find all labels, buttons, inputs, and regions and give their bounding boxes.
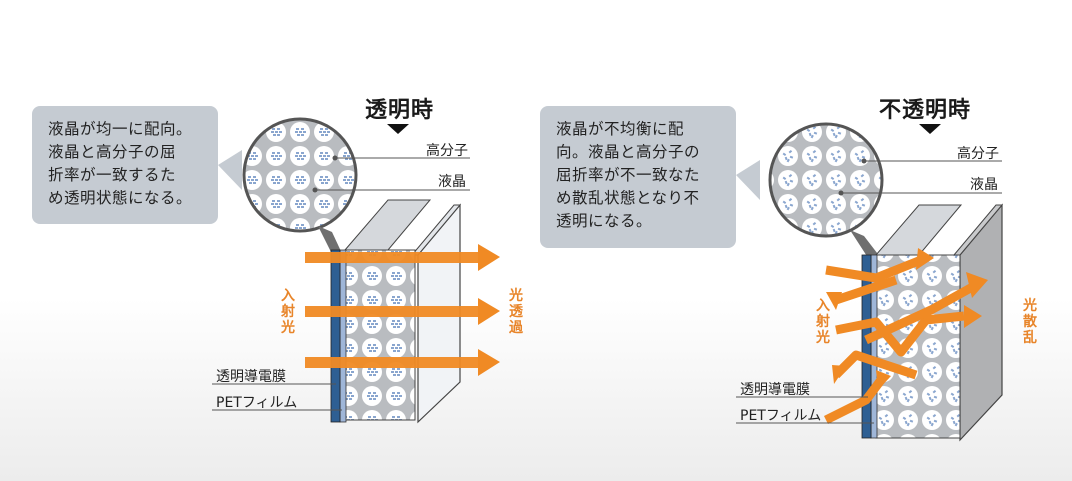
lc-layer (344, 249, 416, 421)
conductive-label: 透明導電膜 (740, 382, 810, 398)
pet-film (339, 249, 347, 423)
conductive-film (330, 249, 341, 423)
opaque-diagram (736, 122, 1004, 442)
callout-line: 液晶が不均衡に配 (556, 120, 685, 138)
callout-line: 屈折率が不一致なた (556, 166, 701, 184)
callout-line: 折率が一致するた (48, 166, 177, 184)
lc-label: 液晶 (438, 174, 466, 190)
scatter-arrows (823, 255, 965, 425)
pointer-dot (312, 187, 318, 193)
callout-line: 液晶と高分子の屈 (48, 143, 177, 161)
transparent-callout: 液晶が均一に配向。 液晶と高分子の屈 折率が一致するた め透明状態になる。 (32, 106, 218, 224)
incident-light-label: 入射光 (281, 288, 295, 336)
transmit-light-label: 光透過 (509, 288, 523, 336)
opaque-heading: 不透明時 (879, 98, 972, 123)
transparent-heading: 透明時 (365, 98, 435, 123)
heading-down-arrow-icon (387, 124, 409, 134)
lc-layer-top (874, 204, 963, 256)
transparent-diagram (212, 117, 500, 424)
pointer-dot (838, 190, 844, 196)
pet-label: PETフィルム (740, 408, 822, 424)
callout-line: 液晶が均一に配向。 (48, 120, 193, 138)
scatter-light-label: 光散乱 (1023, 298, 1037, 346)
magnifier-circle (242, 117, 358, 233)
conductive-label: 透明導電膜 (216, 369, 286, 385)
callout-pointer (736, 160, 760, 200)
scatter-arrow-out (864, 281, 979, 345)
opaque-callout: 液晶が不均衡に配 向。液晶と高分子の 屈折率が不一致なた め散乱状態となり不 透… (540, 106, 736, 248)
heading-down-arrow-icon (919, 124, 941, 134)
pointer-dot (332, 155, 338, 161)
polymer-label: 高分子 (957, 146, 999, 162)
conductive-film (861, 254, 872, 439)
scatter-arrowheads (826, 248, 982, 390)
magnifier-circle (768, 122, 884, 238)
callout-pointer (218, 150, 242, 190)
transmit-arrows (305, 244, 500, 376)
transparent-panel: 液晶が均一に配向。 液晶と高分子の屈 折率が一致するた め透明状態になる。 透明… (32, 98, 523, 424)
incident-light-label: 入射光 (816, 298, 830, 346)
pointer-dot (861, 158, 867, 164)
polymer-label: 高分子 (426, 143, 468, 159)
opaque-panel: 液晶が不均衡に配 向。液晶と高分子の 屈折率が不一致なた め散乱状態となり不 透… (536, 0, 1072, 481)
callout-line: め透明状態になる。 (48, 189, 193, 207)
callout-line: 透明になる。 (556, 212, 653, 230)
scatter-arrow-out-head (966, 272, 988, 298)
callout-line: 向。液晶と高分子の (556, 143, 701, 161)
lc-label: 液晶 (970, 177, 998, 193)
pet-label: PETフィルム (216, 395, 298, 411)
callout-line: め散乱状態となり不 (556, 189, 700, 207)
lc-layer-top (343, 199, 432, 251)
